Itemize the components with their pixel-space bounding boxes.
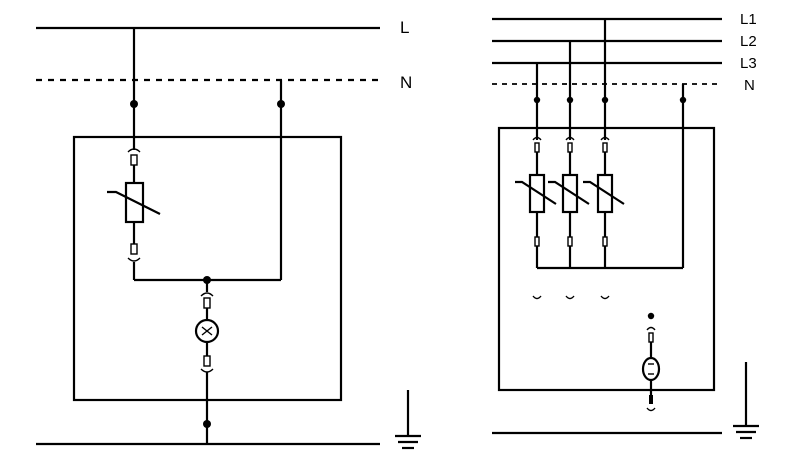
single-phase-diagram: L N (36, 18, 421, 450)
varistor-branch (583, 136, 625, 268)
junction-dot (601, 96, 609, 104)
label-l1: L1 (740, 11, 757, 28)
connector-fuse (130, 243, 138, 255)
ground-symbol-icon (395, 390, 421, 450)
varistor-branch (548, 136, 590, 268)
connector-arc (532, 295, 542, 300)
gas-discharge-tube (641, 356, 661, 382)
varistor-symbol (124, 181, 145, 224)
varistor-symbol (561, 173, 579, 214)
connector-arc (646, 326, 656, 331)
connector-fuse (648, 332, 654, 343)
connector-arc (200, 292, 214, 297)
junction-dot (679, 96, 687, 104)
varistor-symbol (596, 173, 614, 214)
connector-fuse (203, 355, 211, 367)
label-l: L (400, 18, 409, 37)
junction-dot (566, 96, 574, 104)
connector-arc (565, 295, 575, 300)
protector-module-box (497, 126, 716, 392)
gdt-electrodes (201, 326, 213, 336)
connector-arc (600, 295, 610, 300)
label-n: N (400, 73, 412, 92)
varistor-symbol (528, 173, 546, 214)
three-phase-diagram: L1 L2 L3 N (492, 11, 759, 440)
connector-arc (127, 148, 141, 153)
connector-arc (646, 407, 656, 412)
junction-dot (130, 100, 138, 108)
varistor-branch (515, 136, 557, 268)
junction-dot (647, 312, 655, 320)
connector-arc (127, 257, 141, 262)
junction-dot (277, 100, 285, 108)
varistor-slash (107, 190, 161, 215)
protector-module-box (72, 135, 343, 402)
junction-dot (203, 420, 211, 428)
connector-arc (200, 368, 214, 373)
connector-fuse (130, 154, 138, 166)
junction-dot (533, 96, 541, 104)
connector-fuse (203, 297, 211, 309)
ground-symbol-icon (733, 362, 759, 440)
label-l2: L2 (740, 33, 757, 50)
label-n: N (744, 77, 755, 94)
connector-fuse (649, 395, 653, 404)
label-l3: L3 (740, 55, 757, 72)
